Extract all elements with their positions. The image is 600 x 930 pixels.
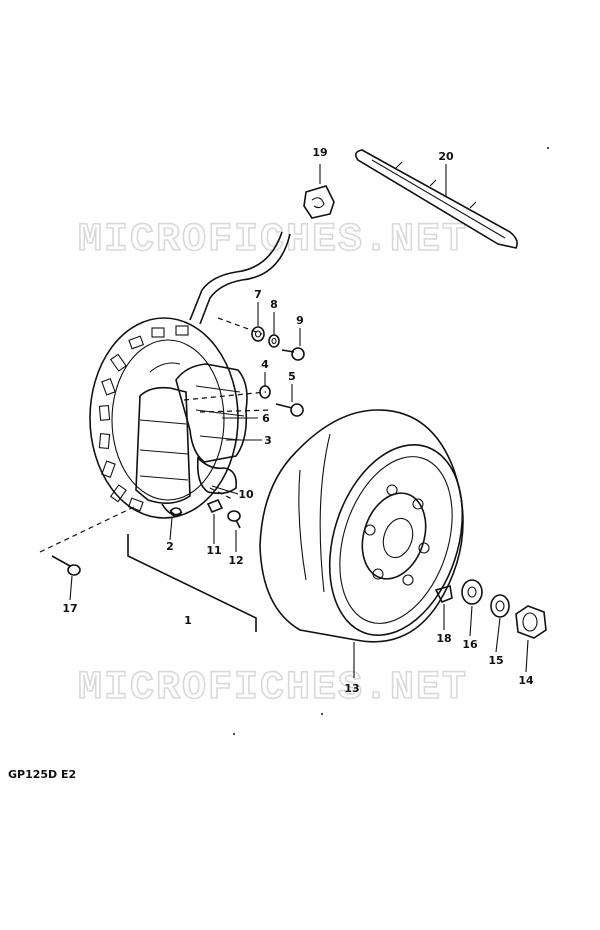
- alignment-dashes: [39, 317, 273, 553]
- part-washer-11: [206, 498, 224, 514]
- model-code: GP125D E2: [8, 768, 76, 781]
- part-screw-17: [51, 555, 81, 576]
- callout-12: 12: [228, 554, 243, 567]
- callout-4: 4: [261, 358, 269, 371]
- part-screw-9: [281, 347, 305, 361]
- assembly-bracket-1: [127, 534, 257, 632]
- part-strap-20: [354, 149, 518, 249]
- callout-1: 1: [184, 614, 192, 627]
- callout-labels: 1 2 3 4 5 6 7 8 9 10 11 12 13 14 15 16 1…: [62, 146, 534, 695]
- scan-specks: [233, 147, 549, 735]
- callout-18: 18: [436, 632, 451, 645]
- part-washer-16: [461, 579, 483, 605]
- callout-8: 8: [270, 298, 278, 311]
- callout-16: 16: [462, 638, 478, 651]
- callout-7: 7: [254, 288, 262, 301]
- callout-9: 9: [296, 314, 304, 327]
- part-washer-8: [268, 334, 280, 348]
- stator-base-plate: [89, 317, 239, 519]
- callout-20: 20: [438, 150, 454, 163]
- callout-6: 6: [262, 412, 270, 425]
- callout-13: 13: [344, 682, 359, 695]
- callout-3: 3: [264, 434, 272, 447]
- callout-5: 5: [288, 370, 296, 383]
- callout-2: 2: [166, 540, 174, 553]
- leader-lines: [69, 164, 529, 678]
- watermark-bottom: MICROFICHES.NET: [78, 666, 468, 711]
- callout-15: 15: [488, 654, 503, 667]
- callout-17: 17: [62, 602, 77, 615]
- watermark-top: MICROFICHES.NET: [78, 218, 468, 263]
- callout-11: 11: [206, 544, 221, 557]
- callout-10: 10: [238, 488, 254, 501]
- part-flywheel-rotor-13: [259, 409, 464, 643]
- part-washer-7: [251, 326, 265, 342]
- stator-lead-wire: [189, 231, 291, 325]
- part-screw-5: [275, 403, 304, 417]
- part-clip-19: [303, 185, 335, 219]
- callout-19: 19: [312, 146, 327, 159]
- callout-14: 14: [518, 674, 534, 687]
- part-screw-12: [227, 510, 241, 529]
- part-nut-14: [515, 605, 547, 639]
- part-key-18: [434, 584, 453, 604]
- part-screw-2: [170, 507, 182, 517]
- part-lock-washer-15: [490, 594, 510, 618]
